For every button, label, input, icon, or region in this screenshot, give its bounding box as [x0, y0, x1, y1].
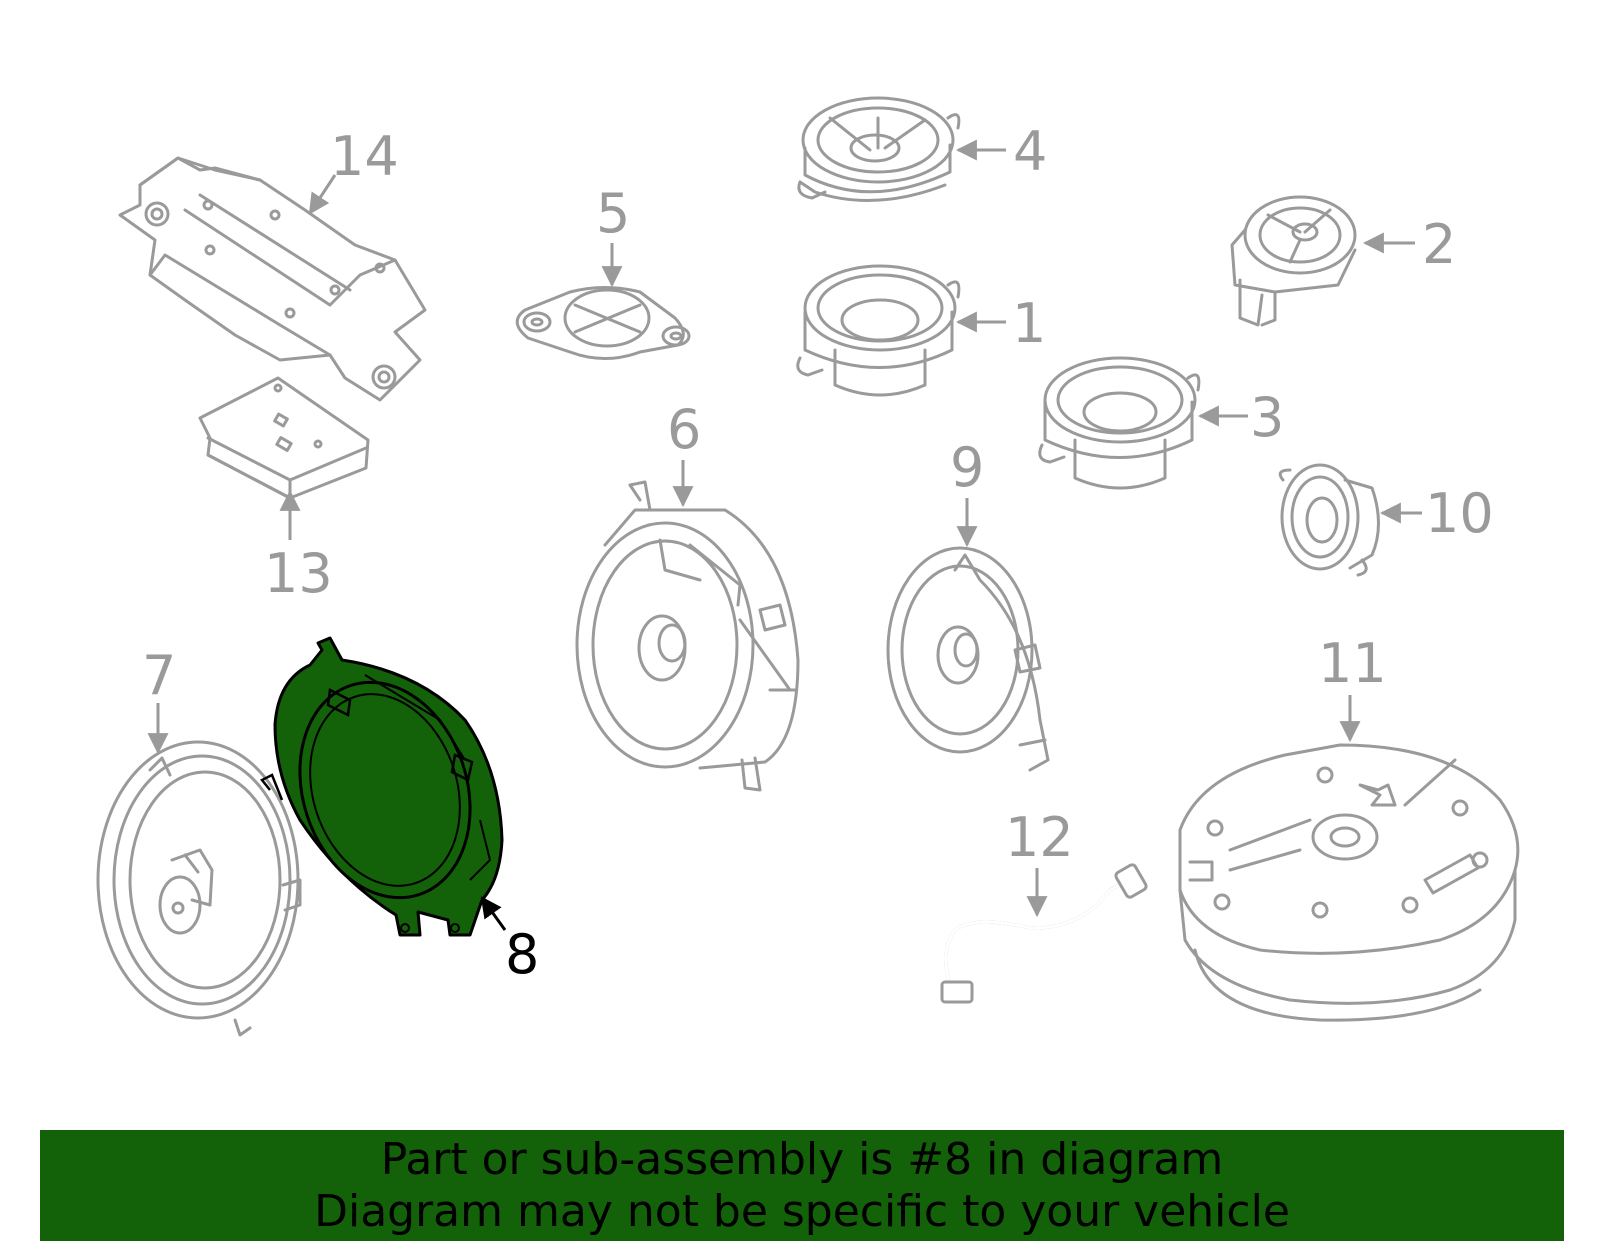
callout-11: 11 — [1318, 632, 1387, 695]
callout-8: 8 — [505, 923, 539, 986]
part-13-module[interactable] — [198, 376, 370, 500]
part-12-wire-harness[interactable] — [940, 863, 1148, 1004]
callout-4: 4 — [1013, 120, 1047, 183]
callout-1: 1 — [1012, 292, 1046, 355]
callout-5: 5 — [596, 182, 630, 245]
part-11-subwoofer[interactable] — [1178, 743, 1520, 1022]
callout-14: 14 — [330, 125, 399, 188]
part-4-speaker[interactable] — [797, 96, 961, 203]
part-10-tweeter[interactable] — [1278, 463, 1380, 577]
callout-6: 6 — [667, 398, 701, 461]
part-2-tweeter[interactable] — [1230, 195, 1357, 327]
callout-9: 9 — [950, 436, 984, 499]
leader-lines — [147, 139, 1422, 931]
part-5-tweeter[interactable] — [515, 286, 691, 360]
callout-12: 12 — [1005, 806, 1074, 869]
part-14-amplifier-bracket[interactable] — [118, 156, 427, 402]
part-6-speaker[interactable] — [575, 480, 800, 792]
callout-3: 3 — [1250, 386, 1284, 449]
part-3-speaker[interactable] — [1038, 356, 1201, 490]
part-7-speaker[interactable] — [96, 740, 302, 1037]
callout-13: 13 — [264, 542, 333, 605]
callout-10: 10 — [1425, 482, 1494, 545]
part-1-speaker[interactable] — [796, 264, 961, 397]
part-9-speaker[interactable] — [886, 546, 1050, 772]
banner-line-2: Diagram may not be specific to your vehi… — [314, 1185, 1290, 1237]
info-banner: Part or sub-assembly is #8 in diagram Di… — [40, 1130, 1564, 1241]
callout-7: 7 — [142, 644, 176, 707]
part-8-speaker-adapter-highlighted[interactable] — [260, 636, 504, 937]
callout-labels: 4 2 1 3 5 6 9 10 11 12 7 13 14 8 — [142, 120, 1494, 986]
banner-line-1: Part or sub-assembly is #8 in diagram — [380, 1133, 1224, 1185]
callout-2: 2 — [1422, 213, 1456, 276]
